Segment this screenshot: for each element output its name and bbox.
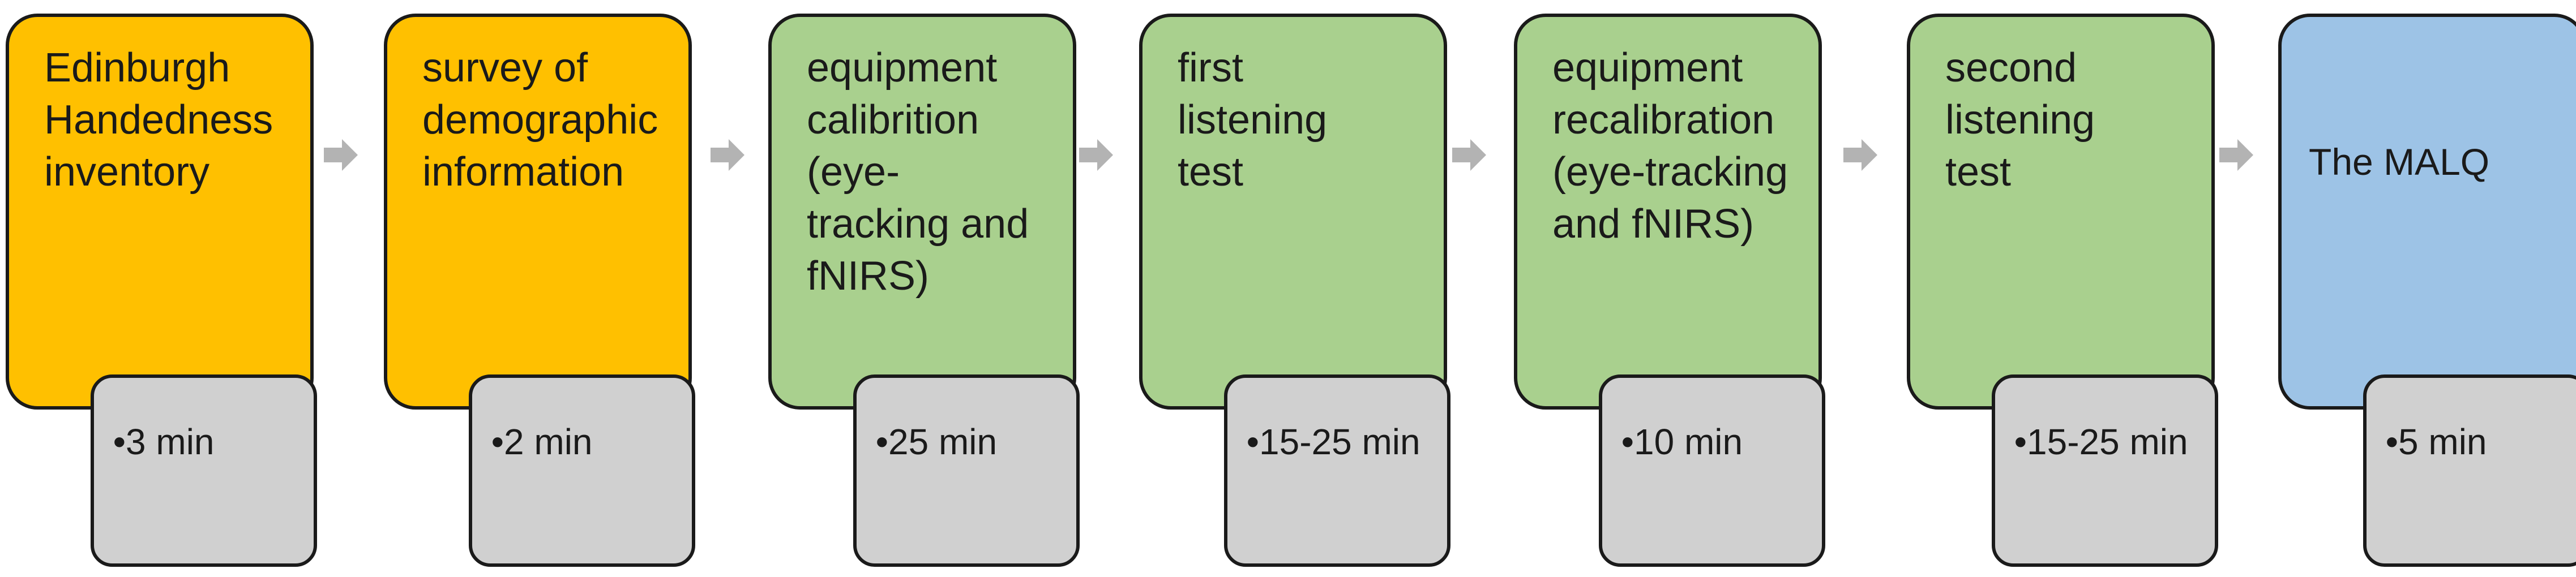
step-label-box: Edinburgh Handedness inventory <box>6 14 314 410</box>
step-label-box: equipment recalibration (eye-tracking an… <box>1514 14 1822 410</box>
duration-box: •15-25 min <box>1224 374 1450 567</box>
step-label-box: first listening test <box>1139 14 1447 410</box>
right-arrow-icon <box>1079 139 1113 171</box>
duration-box: •5 min <box>2363 374 2576 567</box>
right-arrow-icon <box>1843 139 1877 171</box>
bullet-icon: • <box>875 421 888 462</box>
bullet-icon: • <box>491 421 504 462</box>
right-arrow-icon <box>324 139 358 171</box>
bullet-icon: • <box>2385 421 2398 462</box>
process-step-3: equipment calibrition (eye- tracking and… <box>768 0 1080 567</box>
bullet-icon: • <box>1246 421 1259 462</box>
duration-text: 25 min <box>888 421 998 462</box>
duration-text: 15-25 min <box>2027 421 2188 462</box>
duration-box: •15-25 min <box>1992 374 2218 567</box>
right-arrow-icon <box>711 139 744 171</box>
step-label-box: The MALQ <box>2278 14 2576 410</box>
duration-text: 2 min <box>504 421 593 462</box>
step-label-box: survey of demographic information <box>384 14 692 410</box>
duration-text: 15-25 min <box>1259 421 1420 462</box>
step-label-box: equipment calibrition (eye- tracking and… <box>768 14 1076 410</box>
bullet-icon: • <box>2014 421 2027 462</box>
bullet-icon: • <box>1621 421 1634 462</box>
duration-box: •10 min <box>1599 374 1825 567</box>
right-arrow-icon <box>1452 139 1486 171</box>
duration-box: •3 min <box>91 374 317 567</box>
duration-text: 10 min <box>1634 421 1743 462</box>
bullet-icon: • <box>113 421 126 462</box>
process-step-7: The MALQ•5 min <box>2278 0 2576 567</box>
duration-text: 5 min <box>2398 421 2487 462</box>
step-label-box: second listening test <box>1907 14 2215 410</box>
duration-text: 3 min <box>126 421 215 462</box>
right-arrow-icon <box>2219 139 2253 171</box>
duration-box: •25 min <box>853 374 1080 567</box>
process-step-4: first listening test•15-25 min <box>1139 0 1450 567</box>
duration-box: •2 min <box>469 374 695 567</box>
